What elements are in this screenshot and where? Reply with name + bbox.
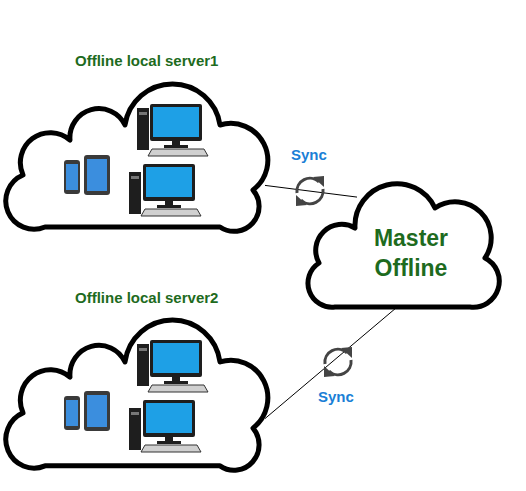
cloud-path xyxy=(6,320,268,470)
cloud-outline xyxy=(5,311,265,474)
sync-icon xyxy=(296,176,324,206)
cloud-path xyxy=(6,84,268,231)
cloud-text-wrap: Master Offline xyxy=(305,183,505,311)
sync-link xyxy=(265,185,357,197)
edge-label: Sync xyxy=(318,388,354,406)
cloud-title: Master Offline xyxy=(344,211,466,283)
cloud-outline xyxy=(5,75,265,235)
server-cloud: Offline local server2 xyxy=(5,311,265,474)
cloud-heading: Offline local server2 xyxy=(75,289,218,307)
cloud-path xyxy=(308,184,499,307)
cloud-heading: Offline local server1 xyxy=(75,52,218,70)
edge-label: Sync xyxy=(291,146,327,164)
server-cloud: Offline local server1 xyxy=(5,75,265,235)
master-cloud: Master Offline xyxy=(305,183,505,311)
sync-link xyxy=(265,305,400,419)
sync-icon xyxy=(324,347,352,377)
